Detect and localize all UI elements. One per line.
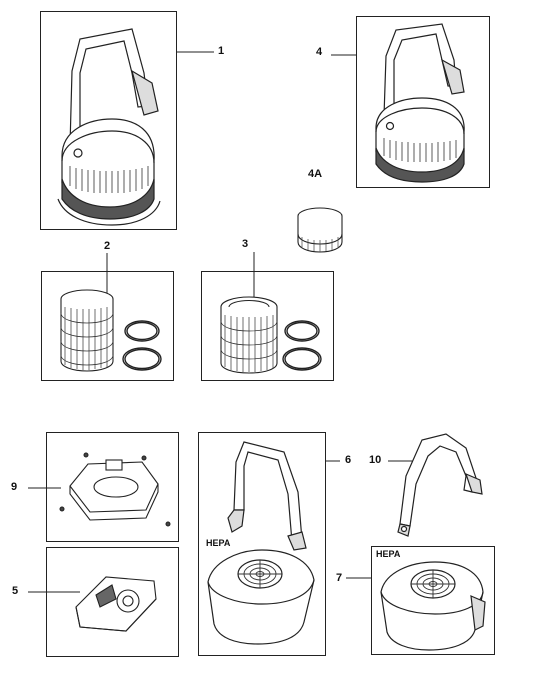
callout-1: 1 [218, 45, 225, 57]
filter-housing-with-handle-part-1 [57, 28, 161, 226]
mounting-ring-with-screws-part-9 [59, 452, 171, 527]
callout-4a: 4A [308, 168, 323, 180]
hepa-label-part-6: HEPA [206, 538, 231, 548]
hepa-label-part-7: HEPA [376, 549, 401, 559]
callout-2: 2 [104, 240, 111, 252]
callout-4: 4 [316, 46, 323, 58]
callout-3: 3 [242, 238, 249, 250]
callout-5: 5 [12, 585, 19, 597]
hepa-filter-housing-part-7 [380, 561, 486, 651]
handle-part-10 [397, 433, 483, 537]
cartridge-filter-with-seals-part-2 [60, 289, 162, 372]
callout-9: 9 [11, 481, 18, 493]
callout-10: 10 [369, 454, 382, 466]
float-valve-part-5 [75, 576, 157, 632]
cartridge-part-4a [297, 207, 343, 253]
filter-housing-with-handle-part-4 [375, 23, 465, 183]
callout-6: 6 [345, 454, 352, 466]
cartridge-filter-with-seals-part-3 [220, 296, 322, 374]
callout-7: 7 [336, 572, 343, 584]
hepa-filter-housing-part-6 [207, 441, 315, 645]
